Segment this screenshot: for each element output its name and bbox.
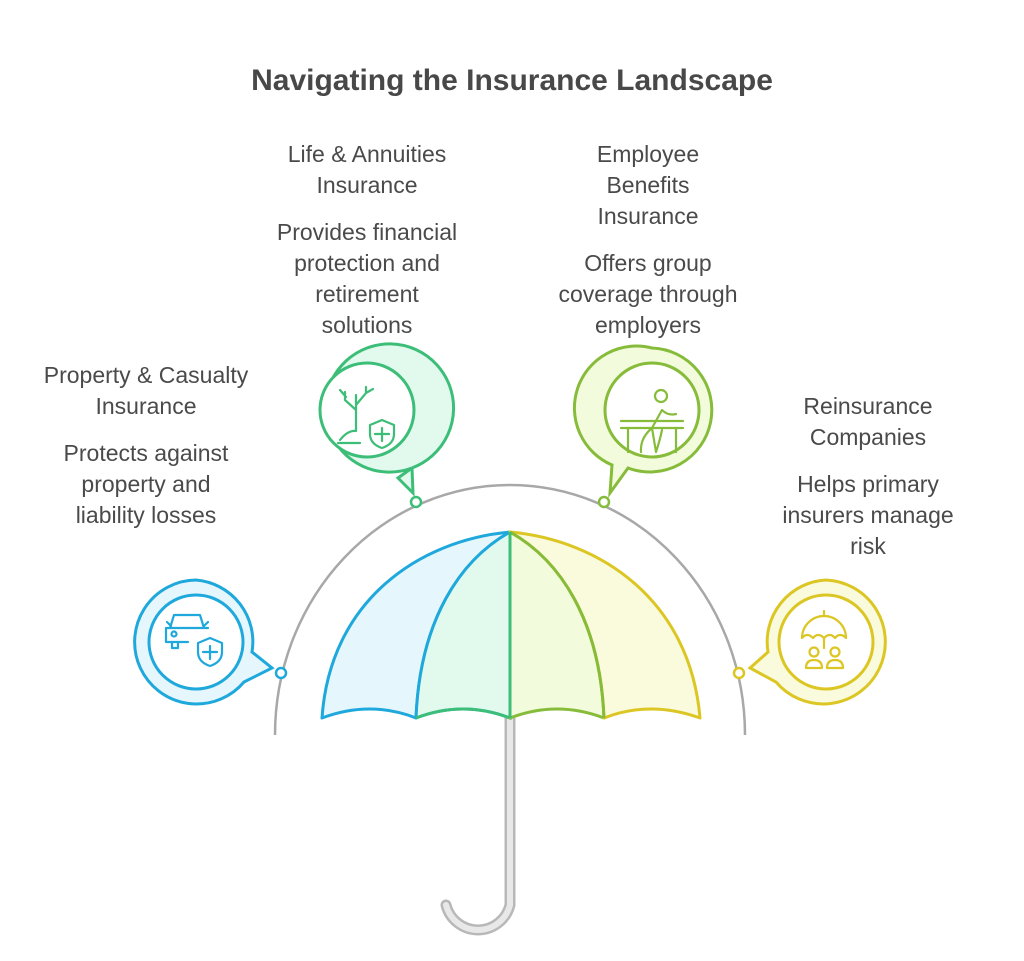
segment-description: Provides financial protection and retire… bbox=[276, 219, 458, 338]
connector-dot-lime bbox=[597, 495, 611, 509]
page-title: Navigating the Insurance Landscape bbox=[251, 64, 773, 97]
connector-dot-blue bbox=[274, 666, 288, 680]
car-shield-icon bbox=[133, 578, 275, 706]
segment-property-casualty: Property & Casualty Insurance Protects a… bbox=[26, 360, 266, 531]
segment-description: Helps primary insurers manage risk bbox=[782, 471, 954, 559]
segment-title: Life & Annuities Insurance bbox=[287, 141, 447, 198]
person-desk-icon bbox=[572, 344, 714, 499]
segment-description: Offers group coverage through employers bbox=[558, 250, 738, 338]
segment-title: Employee Benefits Insurance bbox=[596, 141, 700, 229]
segment-life-annuities: Life & Annuities Insurance Provides fina… bbox=[247, 139, 487, 341]
umbrella-handle bbox=[440, 712, 516, 936]
segment-title: Property & Casualty Insurance bbox=[43, 362, 249, 419]
connector-dot-yellow bbox=[732, 666, 746, 680]
umbrella-people-icon bbox=[747, 578, 887, 706]
connector-dot-green bbox=[409, 495, 423, 509]
tree-shield-icon bbox=[318, 342, 456, 497]
segment-reinsurance: Reinsurance Companies Helps primary insu… bbox=[748, 391, 988, 562]
outer-arc bbox=[273, 483, 747, 736]
segment-description: Protects against property and liability … bbox=[63, 440, 229, 528]
segment-title: Reinsurance Companies bbox=[803, 393, 933, 450]
segment-employee-benefits: Employee Benefits Insurance Offers group… bbox=[528, 139, 768, 341]
